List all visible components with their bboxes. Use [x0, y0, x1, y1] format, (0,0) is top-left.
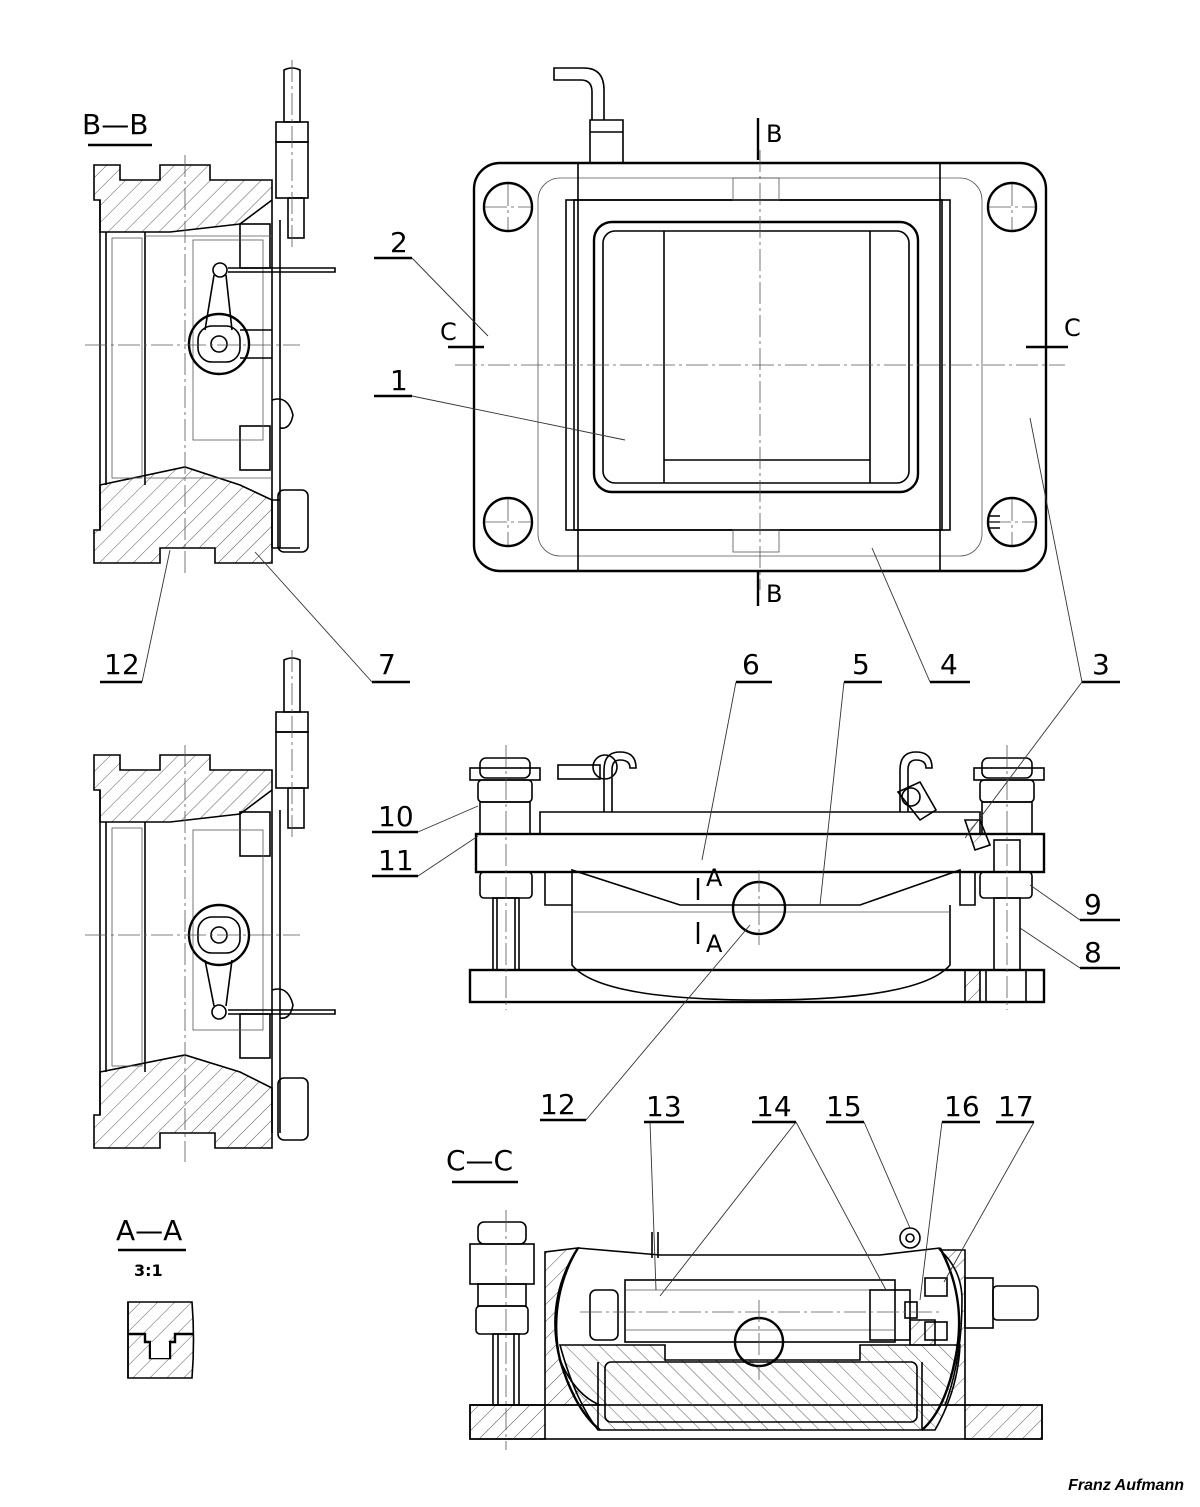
cut-c-left: C [440, 318, 457, 346]
title-aa: A—A [116, 1214, 182, 1247]
section-aa-detail [127, 1301, 195, 1379]
cut-a-top: A [706, 864, 723, 892]
part-7: 7 [378, 648, 396, 681]
cut-a-bottom: A [706, 930, 723, 958]
part-5: 5 [852, 648, 870, 681]
part-14: 14 [756, 1090, 792, 1123]
part-12-left: 12 [104, 648, 140, 681]
part-11: 11 [378, 844, 414, 877]
part-15: 15 [826, 1090, 862, 1123]
part-2: 2 [390, 226, 408, 259]
section-cc-view [469, 1210, 1043, 1450]
section-bb-view [85, 60, 336, 575]
side-view [468, 745, 1046, 1010]
part-17: 17 [998, 1090, 1034, 1123]
cut-b-top: B [766, 120, 782, 148]
part-16: 16 [944, 1090, 980, 1123]
part-1: 1 [390, 364, 408, 397]
top-view [448, 67, 1068, 606]
part-12-mid: 12 [540, 1088, 576, 1121]
part-9: 9 [1084, 888, 1102, 921]
labels: B—B C—C A—A 3:1 B B C C A A 2 1 12 7 6 5… [82, 108, 1120, 1280]
author-signature: Franz Aufmann [1068, 1477, 1184, 1494]
part-10: 10 [378, 800, 414, 833]
cut-b-bottom: B [766, 580, 782, 608]
part-3: 3 [1092, 648, 1110, 681]
part-4: 4 [940, 648, 958, 681]
title-bb: B—B [82, 108, 148, 141]
title-aa-scale: 3:1 [134, 1261, 163, 1280]
cut-c-right: C [1064, 314, 1081, 342]
part-13: 13 [646, 1090, 682, 1123]
section-bb-view-2 [85, 650, 336, 1162]
part-8: 8 [1084, 936, 1102, 969]
title-cc: C—C [446, 1144, 513, 1177]
part-6: 6 [742, 648, 760, 681]
